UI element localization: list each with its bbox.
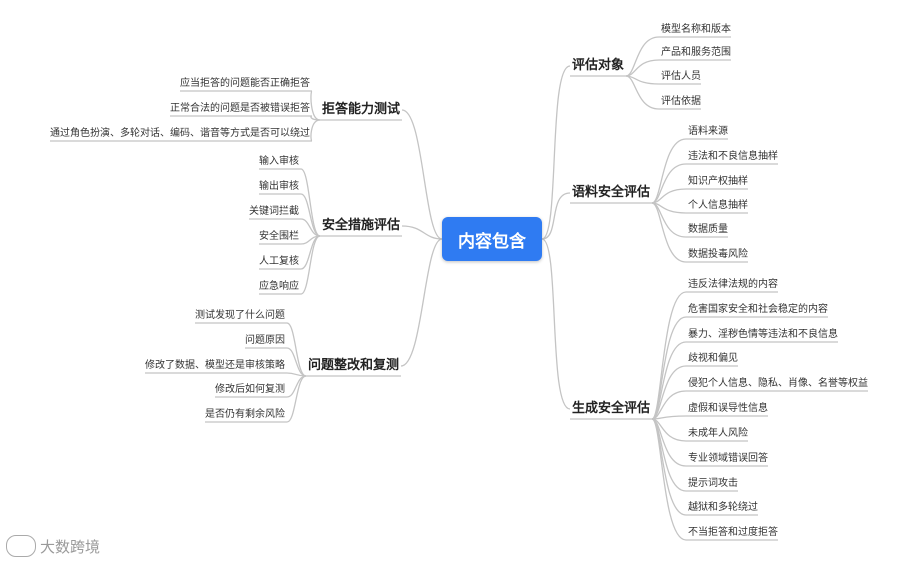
leaf-item[interactable]: 违法和不良信息抽样 — [688, 151, 778, 162]
connector-leaf — [145, 372, 307, 377]
connector-leaf — [651, 138, 728, 204]
connector-root-refusal-test — [401, 109, 443, 240]
connector-leaf — [170, 115, 321, 121]
leaf-item[interactable]: 评估依据 — [661, 96, 701, 107]
connector-leaf — [245, 347, 307, 377]
branch-remediation[interactable]: 问题整改和复测 — [306, 357, 402, 375]
leaf-item[interactable]: 关键词拦截 — [249, 206, 299, 217]
leaf-item[interactable]: 输入审核 — [259, 156, 299, 167]
leaf-item[interactable]: 暴力、淫秽色情等违法和不良信息 — [688, 329, 838, 340]
connector-leaf — [259, 193, 321, 237]
connector-leaf — [651, 415, 768, 420]
leaf-item[interactable]: 专业领域错误回答 — [688, 453, 768, 464]
leaf-item[interactable]: 未成年人风险 — [688, 428, 748, 439]
connector-root-generation-safety — [541, 238, 571, 410]
leaf-item[interactable]: 应急响应 — [259, 281, 299, 292]
connector-leaf — [50, 119, 321, 142]
connector-root-safety-measures — [401, 225, 443, 240]
connector-leaf — [625, 59, 731, 77]
connector-root-eval-target — [541, 65, 571, 240]
branch-refusal-test[interactable]: 拒答能力测试 — [320, 101, 403, 119]
branch-generation-safety[interactable]: 生成安全评估 — [570, 400, 653, 418]
leaf-item[interactable]: 歧视和偏见 — [688, 353, 738, 364]
leaf-item[interactable]: 正常合法的问题是否被错误拒答 — [170, 103, 310, 114]
connector-leaf — [651, 418, 778, 541]
leaf-item[interactable]: 模型名称和版本 — [661, 24, 731, 35]
connector-leaf — [180, 90, 321, 121]
leaf-item[interactable]: 评估人员 — [661, 71, 701, 82]
leaf-item[interactable]: 应当拒答的问题能否正确拒答 — [180, 78, 310, 89]
connector-leaf — [205, 375, 307, 423]
leaf-item[interactable]: 不当拒答和过度拒答 — [688, 527, 778, 538]
connector-leaf — [651, 365, 738, 420]
leaf-item[interactable]: 危害国家安全和社会稳定的内容 — [688, 304, 828, 315]
leaf-item[interactable]: 人工复核 — [259, 256, 299, 267]
leaf-item[interactable]: 安全围栏 — [259, 231, 299, 242]
leaf-item[interactable]: 提示词攻击 — [688, 478, 738, 489]
connector-leaf — [259, 235, 321, 295]
leaf-item[interactable]: 是否仍有剩余风险 — [205, 409, 285, 420]
leaf-item[interactable]: 数据投毒风险 — [688, 249, 748, 260]
connector-root-remediation — [400, 238, 443, 367]
branch-eval-target[interactable]: 评估对象 — [570, 57, 627, 75]
connector-leaf — [195, 322, 307, 377]
leaf-item[interactable]: 数据质量 — [688, 224, 728, 235]
connector-leaf — [651, 163, 778, 204]
leaf-item[interactable]: 产品和服务范围 — [661, 47, 731, 58]
leaf-item[interactable]: 越狱和多轮绕过 — [688, 502, 758, 513]
connector-leaf — [249, 218, 321, 237]
connector-leaf — [651, 188, 748, 204]
leaf-item[interactable]: 违反法律法规的内容 — [688, 279, 778, 290]
watermark: 大数跨境 — [6, 535, 100, 557]
connector-leaf — [651, 341, 838, 420]
leaf-item[interactable]: 侵犯个人信息、隐私、肖像、名誉等权益 — [688, 378, 868, 389]
leaf-item[interactable]: 输出审核 — [259, 181, 299, 192]
brand-logo-icon — [6, 535, 36, 557]
leaf-item[interactable]: 通过角色扮演、多轮对话、编码、谐音等方式是否可以绕过 — [50, 128, 310, 139]
leaf-item[interactable]: 虚假和误导性信息 — [688, 403, 768, 414]
branch-corpus-safety[interactable]: 语料安全评估 — [570, 184, 653, 202]
connector-leaf — [651, 390, 868, 420]
leaf-item[interactable]: 测试发现了什么问题 — [195, 310, 285, 321]
watermark-text: 大数跨境 — [40, 537, 101, 556]
connector-leaf — [625, 75, 701, 110]
leaf-item[interactable]: 知识产权抽样 — [688, 176, 748, 187]
branch-safety-measures[interactable]: 安全措施评估 — [320, 217, 403, 235]
root-node[interactable]: 内容包含 — [442, 217, 542, 261]
leaf-item[interactable]: 修改了数据、模型还是审核策略 — [145, 360, 285, 371]
leaf-item[interactable]: 语料来源 — [688, 126, 728, 137]
connector-leaf — [259, 168, 321, 237]
connector-root-corpus-safety — [541, 192, 571, 240]
leaf-item[interactable]: 个人信息抽样 — [688, 200, 748, 211]
leaf-item[interactable]: 修改后如何复测 — [215, 384, 285, 395]
leaf-item[interactable]: 问题原因 — [245, 335, 285, 346]
connector-leaf — [651, 202, 748, 263]
